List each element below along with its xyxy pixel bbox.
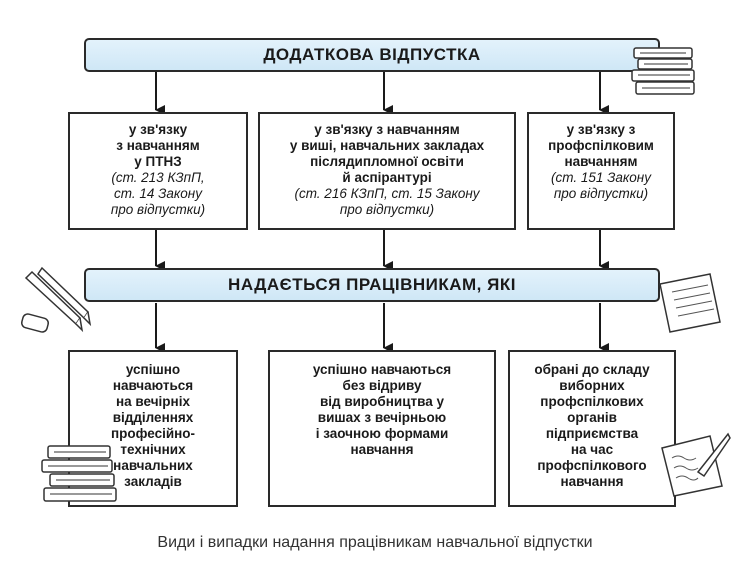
reason-box-ptnz: у зв'язку з навчанням у ПТНЗ (ст. 213 КЗ…	[68, 112, 248, 230]
reason-ref-text: (ст. 216 КЗпП, ст. 15 Закону про відпуст…	[294, 186, 480, 217]
top-banner-label: ДОДАТКОВА ВІДПУСТКА	[263, 45, 481, 64]
worker-text: успішно навчаються на вечірніх відділенн…	[110, 362, 196, 489]
worker-text: обрані до складу виборних профспілкових …	[534, 362, 650, 489]
paper-quill-icon	[661, 432, 731, 497]
reason-main-text: у зв'язку з профспілковим навчанням	[548, 122, 654, 169]
middle-banner: НАДАЄТЬСЯ ПРАЦІВНИКАМ, ЯКІ	[84, 268, 660, 302]
notebook-icon	[659, 273, 721, 333]
books-stack-icon	[631, 47, 695, 95]
worker-box-part-time-higher: успішно навчаються без відриву від вироб…	[268, 350, 496, 507]
books-pile-icon	[41, 445, 117, 502]
top-banner: ДОДАТКОВА ВІДПУСТКА	[84, 38, 660, 72]
reason-box-higher-education: у зв'язку з навчанням у виші, навчальних…	[258, 112, 516, 230]
diagram-caption: Види і випадки надання працівникам навча…	[157, 534, 593, 551]
worker-box-trade-union-members: обрані до складу виборних профспілкових …	[508, 350, 676, 507]
pencils-eraser-icon	[21, 266, 92, 333]
reason-ref-text: (ст. 213 КЗпП, ст. 14 Закону про відпуст…	[110, 170, 206, 217]
middle-banner-label: НАДАЄТЬСЯ ПРАЦІВНИКАМ, ЯКІ	[228, 275, 516, 294]
worker-text: успішно навчаються без відриву від вироб…	[312, 362, 452, 457]
reason-main-text: у зв'язку з навчанням у виші, навчальних…	[289, 122, 485, 185]
reason-ref-text: (ст. 151 Закону про відпустки)	[551, 170, 651, 201]
reason-main-text: у зв'язку з навчанням у ПТНЗ	[116, 122, 200, 169]
reason-box-trade-union: у зв'язку з профспілковим навчанням (ст.…	[527, 112, 675, 230]
